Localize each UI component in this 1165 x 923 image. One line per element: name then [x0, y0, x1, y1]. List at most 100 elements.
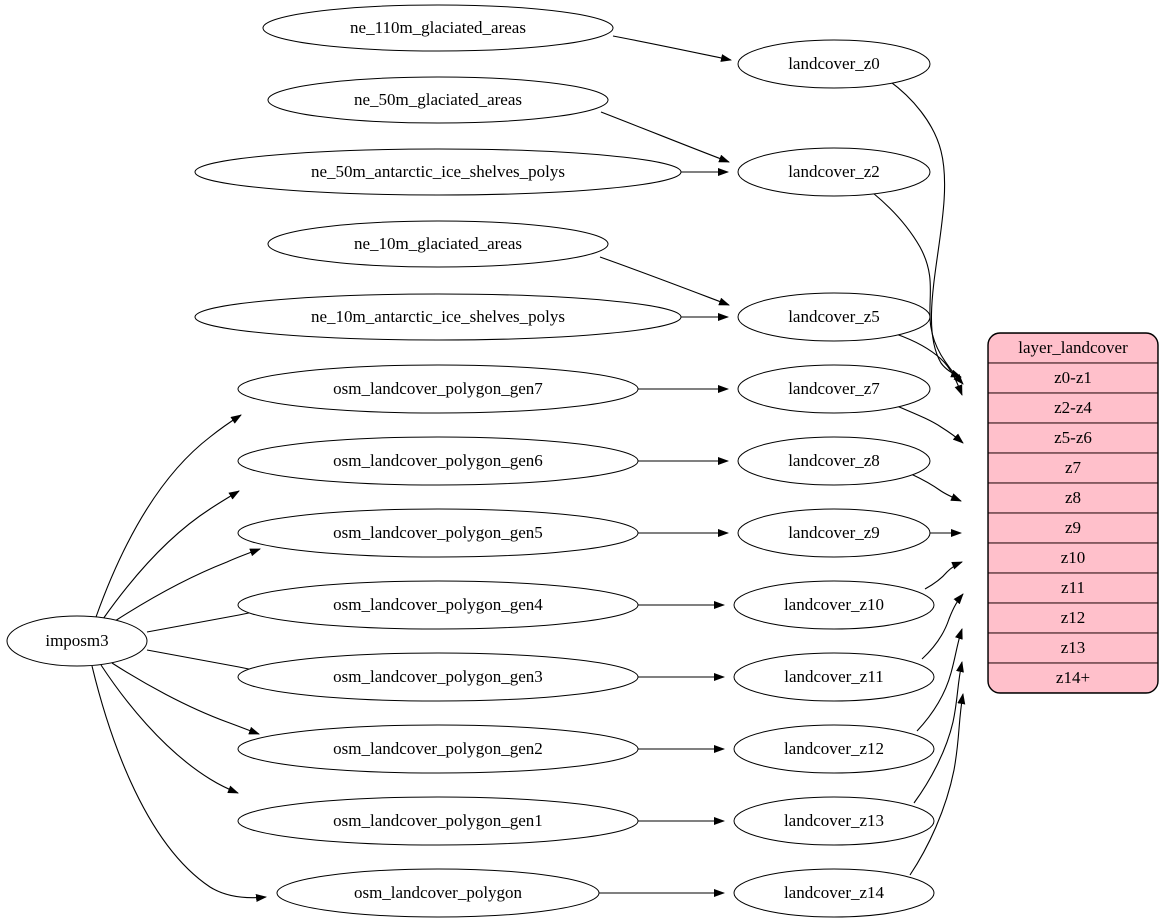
- node-shape: [733, 868, 935, 918]
- edge-landcover_z7-to-layer_row_3: [896, 405, 964, 444]
- table-row-z5-z6[interactable]: z5-z6: [988, 422, 1158, 454]
- node-landcover_z12[interactable]: landcover_z12: [733, 724, 935, 774]
- node-shape: [237, 364, 639, 414]
- node-shape: [267, 76, 609, 124]
- node-shape: [737, 508, 931, 558]
- node-osm_landcover_polygon_gen1[interactable]: osm_landcover_polygon_gen1: [237, 796, 639, 846]
- edge-imposm3-to-osm_landcover_polygon_gen1: [100, 664, 239, 794]
- node-shape: [237, 724, 639, 774]
- node-label: landcover_z10: [784, 595, 884, 614]
- node-landcover_z8[interactable]: landcover_z8: [737, 436, 931, 486]
- node-osm_landcover_polygon_gen6[interactable]: osm_landcover_polygon_gen6: [237, 436, 639, 486]
- edge-landcover_z13-to-layer_row_9: [913, 661, 964, 804]
- edge-imposm3-to-osm_landcover_polygon_gen5: [114, 548, 261, 622]
- node-shape: [737, 292, 931, 342]
- node-landcover_z10[interactable]: landcover_z10: [733, 580, 935, 630]
- node-label: landcover_z12: [784, 739, 884, 758]
- node-landcover_z2[interactable]: landcover_z2: [737, 147, 931, 197]
- edges-layer: [91, 35, 966, 902]
- node-landcover_z7[interactable]: landcover_z7: [737, 364, 931, 414]
- node-label: osm_landcover_polygon_gen2: [333, 739, 543, 758]
- edge-imposm3-to-osm_landcover_polygon_gen6: [102, 490, 240, 620]
- node-label: landcover_z14: [784, 883, 885, 902]
- table-header-rect: [988, 333, 1158, 364]
- node-label: imposm3: [45, 631, 108, 650]
- node-shape: [733, 796, 935, 846]
- node-label: landcover_z7: [788, 379, 880, 398]
- table-row-z2-z4[interactable]: z2-z4: [988, 392, 1158, 424]
- node-label: landcover_z13: [784, 811, 884, 830]
- table-row-label: z0-z1: [1054, 368, 1092, 387]
- node-shape: [194, 148, 682, 196]
- table-row-z0-z1[interactable]: z0-z1: [988, 362, 1158, 394]
- node-ne_50m_glaciated_areas[interactable]: ne_50m_glaciated_areas: [267, 76, 609, 124]
- node-label: osm_landcover_polygon_gen4: [333, 595, 543, 614]
- node-shape: [733, 724, 935, 774]
- node-landcover_z0[interactable]: landcover_z0: [737, 39, 931, 89]
- table-header-cell[interactable]: layer_landcover: [988, 333, 1158, 364]
- table-row-z10[interactable]: z10: [988, 542, 1158, 574]
- node-label: osm_landcover_polygon: [354, 883, 523, 902]
- edge-imposm3-to-osm_landcover_polygon_gen2: [111, 662, 260, 735]
- node-osm_landcover_polygon_gen7[interactable]: osm_landcover_polygon_gen7: [237, 364, 639, 414]
- node-landcover_z11[interactable]: landcover_z11: [733, 652, 935, 702]
- node-label: ne_10m_glaciated_areas: [354, 234, 522, 253]
- node-label: ne_50m_antarctic_ice_shelves_polys: [311, 162, 565, 181]
- edge-landcover_z2-to-layer_row_1: [872, 192, 964, 385]
- table-row-z12[interactable]: z12: [988, 602, 1158, 634]
- node-ne_10m_glaciated_areas[interactable]: ne_10m_glaciated_areas: [267, 220, 609, 268]
- table-row-z14+[interactable]: z14+: [988, 662, 1158, 693]
- node-osm_landcover_polygon_gen3[interactable]: osm_landcover_polygon_gen3: [237, 652, 639, 702]
- table-row-z9[interactable]: z9: [988, 512, 1158, 544]
- table-row-rect: [988, 662, 1158, 693]
- table-row-rect: [988, 572, 1158, 604]
- table-row-z13[interactable]: z13: [988, 632, 1158, 664]
- node-ne_110m_glaciated_areas[interactable]: ne_110m_glaciated_areas: [262, 4, 614, 52]
- table-row-label: z12: [1061, 608, 1086, 627]
- table-row-z7[interactable]: z7: [988, 452, 1158, 484]
- node-label: osm_landcover_polygon_gen7: [333, 379, 543, 398]
- node-label: landcover_z11: [784, 667, 883, 686]
- table-row-z11[interactable]: z11: [988, 572, 1158, 604]
- node-imposm3[interactable]: imposm3: [6, 615, 148, 667]
- node-ne_50m_antarctic_ice_shelves_polys[interactable]: ne_50m_antarctic_ice_shelves_polys: [194, 148, 682, 196]
- node-label: ne_10m_antarctic_ice_shelves_polys: [311, 307, 565, 326]
- table-row-label: z8: [1065, 488, 1081, 507]
- table-row-rect: [988, 512, 1158, 544]
- node-ne_10m_antarctic_ice_shelves_polys[interactable]: ne_10m_antarctic_ice_shelves_polys: [194, 293, 682, 341]
- table-row-label: z10: [1061, 548, 1086, 567]
- node-osm_landcover_polygon_gen2[interactable]: osm_landcover_polygon_gen2: [237, 724, 639, 774]
- node-landcover_z5[interactable]: landcover_z5: [737, 292, 931, 342]
- table-header-label: layer_landcover: [1018, 338, 1128, 357]
- node-shape: [237, 580, 639, 630]
- node-label: osm_landcover_polygon_gen5: [333, 523, 543, 542]
- table-row-z8[interactable]: z8: [988, 482, 1158, 514]
- edge-landcover_z11-to-layer_row_7: [921, 593, 964, 660]
- table-row-rect: [988, 392, 1158, 424]
- node-shape: [237, 508, 639, 558]
- node-landcover_z13[interactable]: landcover_z13: [733, 796, 935, 846]
- table-rows-clip: layer_landcover z0-z1 z2-z4 z5-z6 z7 z8 z9 z10 z…: [988, 333, 1158, 693]
- node-landcover_z14[interactable]: landcover_z14: [733, 868, 935, 918]
- node-shape: [237, 436, 639, 486]
- node-osm_landcover_polygon[interactable]: osm_landcover_polygon: [276, 868, 600, 918]
- node-shape: [237, 796, 639, 846]
- node-shape: [262, 4, 614, 52]
- node-shape: [237, 652, 639, 702]
- edge-landcover_z5-to-layer_row_2: [895, 333, 963, 396]
- table-row-label: z2-z4: [1054, 398, 1092, 417]
- edge-landcover_z14-to-layer_row_10: [909, 693, 966, 876]
- node-landcover_z9[interactable]: landcover_z9: [737, 508, 931, 558]
- edge-ne_50m_glaciated_areas-to-landcover_z2: [600, 111, 730, 163]
- table-row-label: z7: [1065, 458, 1082, 477]
- node-osm_landcover_polygon_gen4[interactable]: osm_landcover_polygon_gen4: [237, 580, 639, 630]
- node-shape: [737, 436, 931, 486]
- node-shape: [737, 364, 931, 414]
- node-osm_landcover_polygon_gen5[interactable]: osm_landcover_polygon_gen5: [237, 508, 639, 558]
- node-shape: [733, 580, 935, 630]
- node-label: landcover_z9: [788, 523, 880, 542]
- table-row-rect: [988, 632, 1158, 664]
- edge-ne_110m_glaciated_areas-to-landcover_z0: [612, 35, 732, 62]
- edge-ne_10m_glaciated_areas-to-landcover_z5: [599, 256, 730, 306]
